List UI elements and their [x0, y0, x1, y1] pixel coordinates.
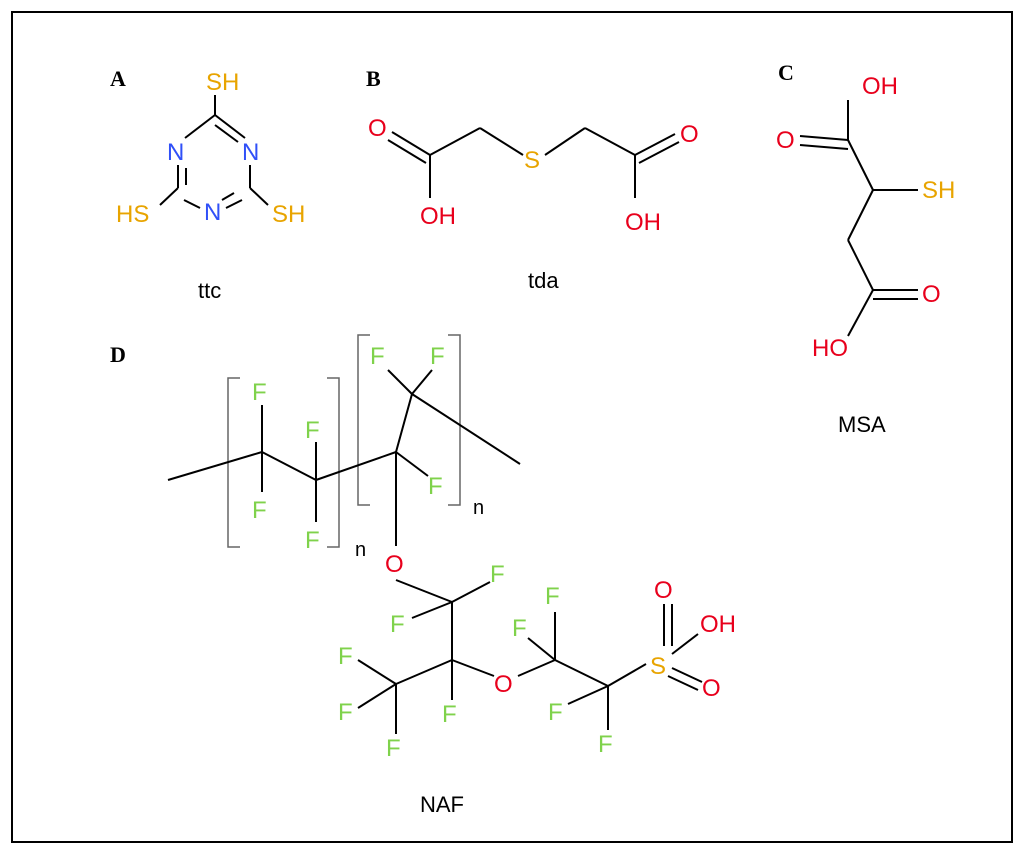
repeat-label-n2: n — [473, 497, 484, 519]
atom-f-5: F — [370, 343, 385, 370]
atom-f-11: F — [338, 699, 353, 726]
atom-f-7: F — [428, 473, 443, 500]
panel-b: B O OH S O OH tda — [366, 66, 699, 293]
repeat-label-n1: n — [355, 539, 366, 561]
atom-oh-left: OH — [420, 203, 456, 230]
atom-o-right: O — [680, 121, 699, 148]
atom-n-bottom: N — [204, 199, 221, 226]
atom-f-3: F — [305, 417, 320, 444]
panel-letter-b: B — [366, 66, 381, 91]
atom-oh-top: OH — [862, 73, 898, 100]
molecule-name-msa: MSA — [838, 412, 886, 437]
atom-f-15: F — [512, 615, 527, 642]
atom-f-8: F — [490, 561, 505, 588]
panel-letter-c: C — [778, 60, 794, 85]
atom-o-bottom: O — [922, 281, 941, 308]
atom-f-16: F — [548, 699, 563, 726]
atom-f-12: F — [386, 735, 401, 762]
atom-f-10: F — [338, 643, 353, 670]
atom-f-14: F — [545, 583, 560, 610]
atom-o-top: O — [776, 127, 795, 154]
atom-hs-left: HS — [116, 201, 149, 228]
atom-f-6: F — [430, 343, 445, 370]
atom-f-4: F — [305, 527, 320, 554]
atom-s-thioether: S — [524, 147, 540, 174]
atom-ho-bottom: HO — [812, 335, 848, 362]
atom-f-17: F — [598, 731, 613, 758]
atom-f-2: F — [252, 497, 267, 524]
panel-a: A SH N N N HS SH ttc — [110, 66, 305, 303]
atom-sh-right: SH — [272, 201, 305, 228]
atom-n-left: N — [167, 139, 184, 166]
atom-sh-msa: SH — [922, 177, 955, 204]
figure-frame — [11, 11, 1013, 843]
panel-c: C OH O SH O HO MSA — [776, 60, 955, 437]
atom-f-13: F — [442, 701, 457, 728]
atom-s-sulfonic: S — [650, 653, 666, 680]
molecule-name-ttc: ttc — [198, 278, 221, 303]
atom-o-ether-1: O — [385, 551, 404, 578]
panel-d: D n n — [110, 334, 736, 817]
atom-f-9: F — [390, 611, 405, 638]
atom-sh-top: SH — [206, 69, 239, 96]
atom-o-left: O — [368, 115, 387, 142]
panel-letter-a: A — [110, 66, 126, 91]
molecule-name-tda: tda — [528, 268, 559, 293]
atom-n-right: N — [242, 139, 259, 166]
atom-oh-right: OH — [625, 209, 661, 236]
atom-f-1: F — [252, 379, 267, 406]
atom-oh-sulfonic: OH — [700, 611, 736, 638]
molecule-name-naf: NAF — [420, 792, 464, 817]
atom-o-sulfonyl-bottom: O — [702, 675, 721, 702]
panel-letter-d: D — [110, 342, 126, 367]
atom-o-sulfonyl-top: O — [654, 577, 673, 604]
atom-o-ether-2: O — [494, 671, 513, 698]
